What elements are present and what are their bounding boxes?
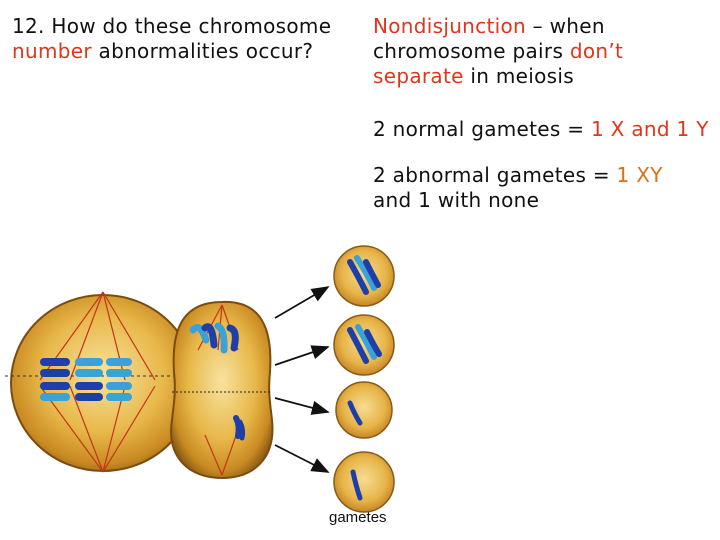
question-number-word: number [12,39,92,63]
gamete-2 [333,314,395,376]
gametes-label: gametes [329,509,387,526]
definition-highlight: don’t separate [373,39,624,88]
abnormal-gametes-text: 2 abnormal gametes = 1 XY and 1 with non… [373,163,703,213]
abnormal-highlight: 1 XY [616,163,663,187]
definition-part2: in meiosis [463,64,574,88]
arrows [274,286,330,473]
question-part1: 12. How do these chromosome [12,14,332,38]
gamete-4 [333,451,395,513]
metaphase-chromosomes [40,358,132,401]
normal-gametes-text: 2 normal gametes = 1 X and 1 Y [373,117,720,142]
nondisjunction-term: Nondisjunction [373,14,526,38]
normal-part1: 2 normal gametes = [373,117,591,141]
dividing-cell-chromosomes [189,322,246,441]
abnormal-part2: and 1 with none [373,188,540,212]
definition-part1: – when chromosome pairs [373,14,605,63]
metaphase-cell [5,291,200,473]
question-text: 12. How do these chromosome number abnor… [12,14,332,64]
normal-highlight: 1 X and 1 Y [591,117,709,141]
nondisjunction-definition: Nondisjunction – when chromosome pairs d… [373,14,713,89]
gamete-3 [335,381,393,439]
gamete-1 [333,245,395,307]
abnormal-part1: 2 abnormal gametes = [373,163,617,187]
question-part3: abnormalities occur? [91,39,314,63]
